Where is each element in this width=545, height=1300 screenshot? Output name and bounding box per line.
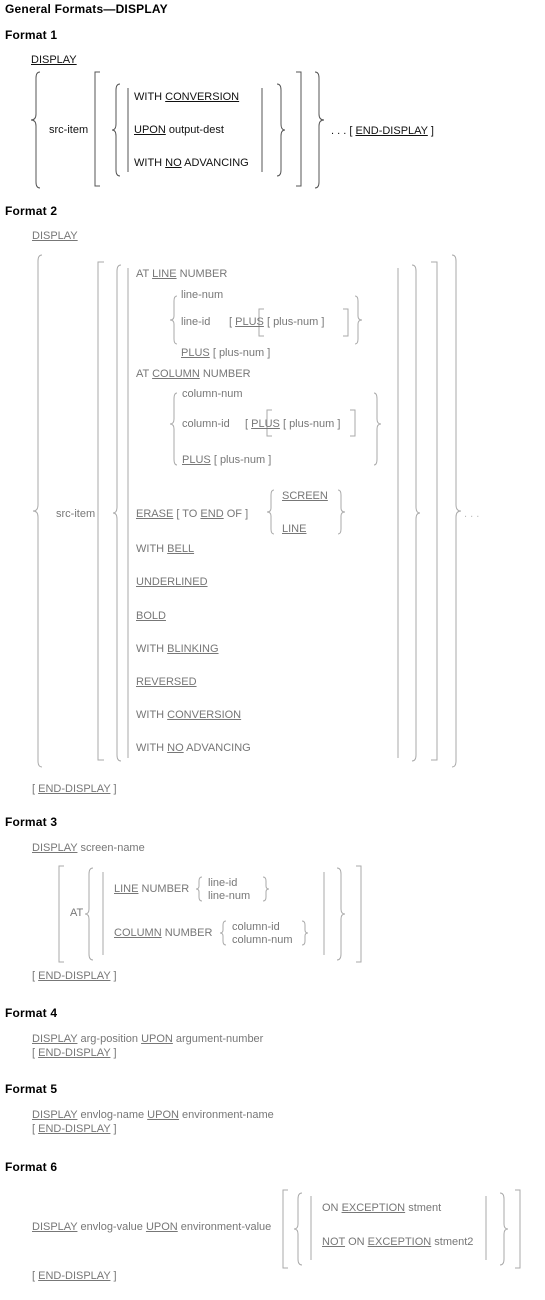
- f1-src-item: src-item: [49, 124, 89, 136]
- f3-bracket-right: [356, 865, 362, 963]
- f1-bracket-left: [94, 71, 100, 187]
- f2-line-plus-lb: [258, 308, 264, 337]
- f1-upon-output-dest: UPON output-dest: [134, 124, 224, 136]
- f2-line-id: line-id: [181, 316, 211, 328]
- f2-underlined: UNDERLINED: [136, 576, 208, 588]
- format-2-heading: Format 2: [5, 204, 58, 218]
- f3-col-brace-right: [301, 920, 309, 946]
- f2-bold: BOLD: [136, 610, 166, 622]
- f2-col-plus-rb: [350, 409, 356, 437]
- f2-col-plus-lb: [266, 409, 272, 437]
- f2-screen: SCREEN: [282, 490, 328, 502]
- f2-column-plus-clause: [ PLUS [ plus-num ]: [245, 418, 341, 430]
- f2-ellipsis: . . .: [464, 508, 480, 520]
- f2-plus-plus-num: PLUS [ plus-num ]: [181, 347, 271, 359]
- f2-line-num: line-num: [181, 289, 224, 301]
- format-3-heading: Format 3: [5, 815, 58, 829]
- f6-brace-right: [499, 1192, 509, 1266]
- f6-end-display: [ END-DISPLAY ]: [32, 1270, 117, 1282]
- f3-line-num: line-num: [208, 890, 251, 902]
- f1-ellipsis-end-display: . . . [ END-DISPLAY ]: [331, 125, 434, 137]
- f2-end-display: [ END-DISPLAY ]: [32, 783, 117, 795]
- f6-on-exception: ON EXCEPTION stment: [322, 1202, 442, 1214]
- f2-line-plus-rb: [343, 308, 349, 337]
- f2-col-brace-right: [373, 392, 382, 466]
- f2-at-column-number: AT COLUMN NUMBER: [136, 368, 251, 380]
- f4-end-display: [ END-DISPLAY ]: [32, 1047, 117, 1059]
- f2-with-no-advancing: WITH NO ADVANCING: [136, 742, 251, 754]
- f2-src-item: src-item: [56, 508, 96, 520]
- f3-line-number: LINE NUMBER: [114, 883, 190, 895]
- format-4-heading: Format 4: [5, 1006, 58, 1020]
- f2-with-bell: WITH BELL: [136, 543, 195, 555]
- f2-bracket-right: [431, 261, 438, 761]
- f3-display-screen-name: DISPLAY screen-name: [32, 842, 145, 854]
- f1-brace-inner-right: [276, 83, 286, 177]
- f2-bracket-left: [97, 261, 104, 761]
- f4-display-line: DISPLAY arg-position UPON argument-numbe…: [32, 1033, 264, 1045]
- format-1-heading: Format 1: [5, 28, 58, 42]
- f3-line-brace-right: [262, 876, 270, 902]
- f2-display-keyword: DISPLAY: [32, 230, 78, 242]
- f2-reversed: REVERSED: [136, 676, 197, 688]
- f2-brace-inner-right: [411, 264, 421, 762]
- f3-at: AT: [70, 907, 84, 919]
- f3-col-brace-left: [219, 920, 227, 946]
- f2-col-plus-plus-num: PLUS [ plus-num ]: [182, 454, 272, 466]
- f1-brace-inner-left: [111, 83, 121, 177]
- f2-brace-outer-right: [451, 254, 462, 768]
- f3-column-number: COLUMN NUMBER: [114, 927, 213, 939]
- f2-erase-clause: ERASE [ TO END OF ]: [136, 508, 249, 520]
- f2-column-id: column-id: [182, 418, 230, 430]
- f2-brace-inner-left: [112, 264, 122, 762]
- f6-bracket-left: [282, 1189, 288, 1269]
- f3-bracket-left: [58, 865, 64, 963]
- f1-with-conversion: WITH CONVERSION: [134, 91, 240, 103]
- f2-with-conversion: WITH CONVERSION: [136, 709, 242, 721]
- f2-line-brace-right: [354, 295, 363, 345]
- format-6-heading: Format 6: [5, 1160, 58, 1174]
- f6-not-on-exception: NOT ON EXCEPTION stment2: [322, 1236, 474, 1248]
- f2-line-brace-left: [169, 295, 178, 345]
- f6-brace-left: [293, 1192, 303, 1266]
- f1-brace-outer-left: [30, 71, 41, 189]
- f3-brace-left: [84, 867, 94, 961]
- f2-line-plus-clause: [ PLUS [ plus-num ]: [229, 316, 325, 328]
- f1-bracket-right: [296, 71, 302, 187]
- format-5-heading: Format 5: [5, 1082, 58, 1096]
- f3-column-num: column-num: [232, 934, 293, 946]
- f3-brace-right: [336, 867, 346, 961]
- f2-erase-brace-right: [337, 489, 346, 535]
- page-title: General Formats—DISPLAY: [5, 2, 168, 16]
- f3-line-id: line-id: [208, 877, 238, 889]
- f2-brace-outer-left: [32, 254, 43, 768]
- f6-bracket-right: [515, 1189, 521, 1269]
- f3-line-brace-left: [195, 876, 203, 902]
- f1-brace-outer-right: [314, 71, 325, 189]
- f3-column-id: column-id: [232, 921, 280, 933]
- f2-col-brace-left: [169, 392, 178, 466]
- f2-at-line-number: AT LINE NUMBER: [136, 268, 228, 280]
- f5-end-display: [ END-DISPLAY ]: [32, 1123, 117, 1135]
- f1-with-no-advancing: WITH NO ADVANCING: [134, 157, 249, 169]
- f2-with-blinking: WITH BLINKING: [136, 643, 219, 655]
- f5-display-line: DISPLAY envlog-name UPON environment-nam…: [32, 1109, 274, 1121]
- f3-end-display: [ END-DISPLAY ]: [32, 970, 117, 982]
- f2-line: LINE: [282, 523, 307, 535]
- f2-erase-brace-left: [266, 489, 275, 535]
- f2-column-num: column-num: [182, 388, 243, 400]
- f1-display-keyword: DISPLAY: [31, 54, 77, 66]
- f6-display-line: DISPLAY envlog-value UPON environment-va…: [32, 1221, 272, 1233]
